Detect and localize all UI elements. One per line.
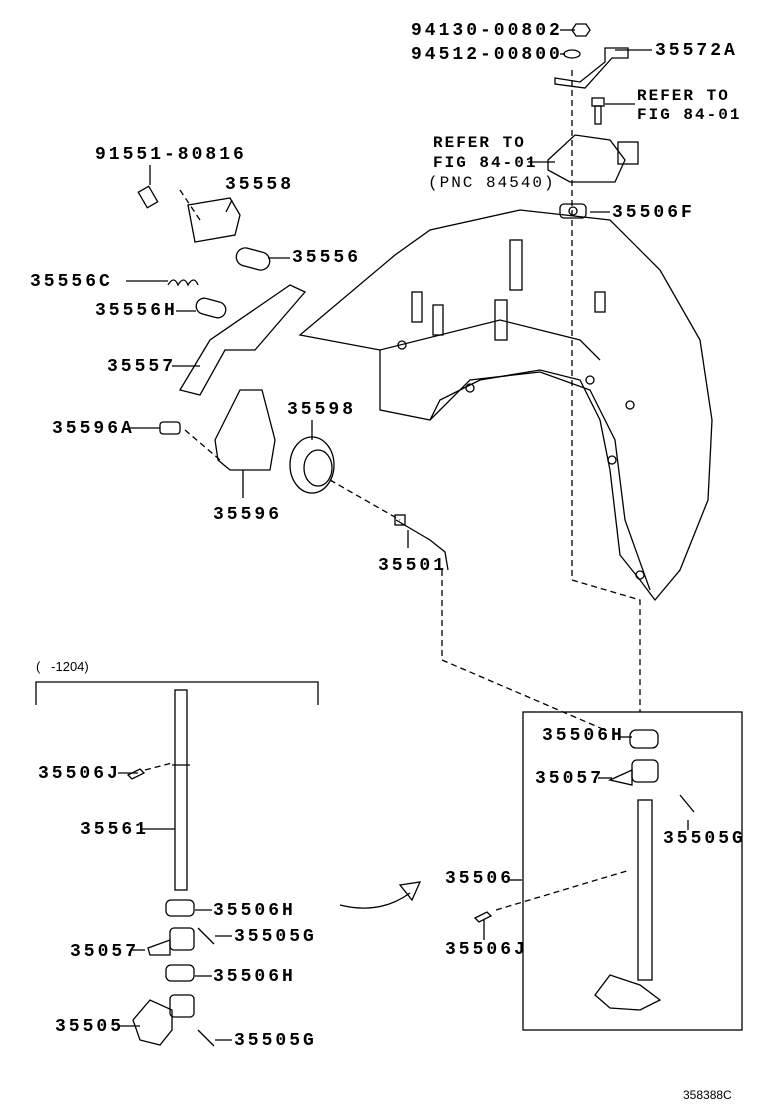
figure-id: 358388C xyxy=(683,1088,732,1102)
part-label-35596: 35596 xyxy=(213,505,283,525)
group-label: ( -1204) xyxy=(36,659,89,674)
part-label-35505G: 35505G xyxy=(234,927,317,947)
part-label-35505G: 35505G xyxy=(234,1031,317,1051)
part-label-35556H: 35556H xyxy=(95,301,178,321)
part-label-35556C: 35556C xyxy=(30,272,113,292)
part-label-35596A: 35596A xyxy=(52,419,135,439)
part-label-91551-80816: 91551-80816 xyxy=(95,145,247,165)
part-label-94130-00802: 94130-00802 xyxy=(411,21,563,41)
part-label-35057: 35057 xyxy=(535,769,605,789)
part-label-35506: 35506 xyxy=(445,869,515,889)
refer-note-left-line2: FIG 84-01 xyxy=(433,154,538,172)
part-label-35506H: 35506H xyxy=(542,726,625,746)
alignment-lines xyxy=(144,70,641,911)
part-label-35557: 35557 xyxy=(107,357,177,377)
part-label-35505G: 35505G xyxy=(663,829,746,849)
part-label-35057: 35057 xyxy=(70,942,140,962)
part-label-35556: 35556 xyxy=(292,248,362,268)
part-label-35506H: 35506H xyxy=(213,901,296,921)
selector-parts xyxy=(137,185,449,571)
part-label-35506H: 35506H xyxy=(213,967,296,987)
detail-box xyxy=(522,711,743,1031)
group-bracket xyxy=(35,681,319,705)
part-label-35506J: 35506J xyxy=(38,764,121,784)
part-label-35506F: 35506F xyxy=(612,203,695,223)
refer-note-left-line1: REFER TO xyxy=(433,134,526,152)
refer-note-right-line2: FIG 84-01 xyxy=(637,106,742,124)
direction-arrow xyxy=(339,881,422,909)
shaft-assembly-right xyxy=(473,729,695,1011)
part-label-35598: 35598 xyxy=(287,400,357,420)
refer-note-right-line1: REFER TO xyxy=(637,87,730,105)
shaft-assembly-left xyxy=(126,689,215,1047)
part-label-35561: 35561 xyxy=(80,820,150,840)
transmission-housing xyxy=(298,209,713,602)
part-label-35558: 35558 xyxy=(225,175,295,195)
part-label-35572A: 35572A xyxy=(655,41,738,61)
refer-note-left-line3: (PNC 84540) xyxy=(428,174,556,192)
part-label-94512-00800: 94512-00800 xyxy=(411,45,563,65)
part-label-35506J: 35506J xyxy=(445,940,528,960)
part-label-35501: 35501 xyxy=(378,556,448,576)
upper-parts xyxy=(547,23,639,219)
part-label-35505: 35505 xyxy=(55,1017,125,1037)
